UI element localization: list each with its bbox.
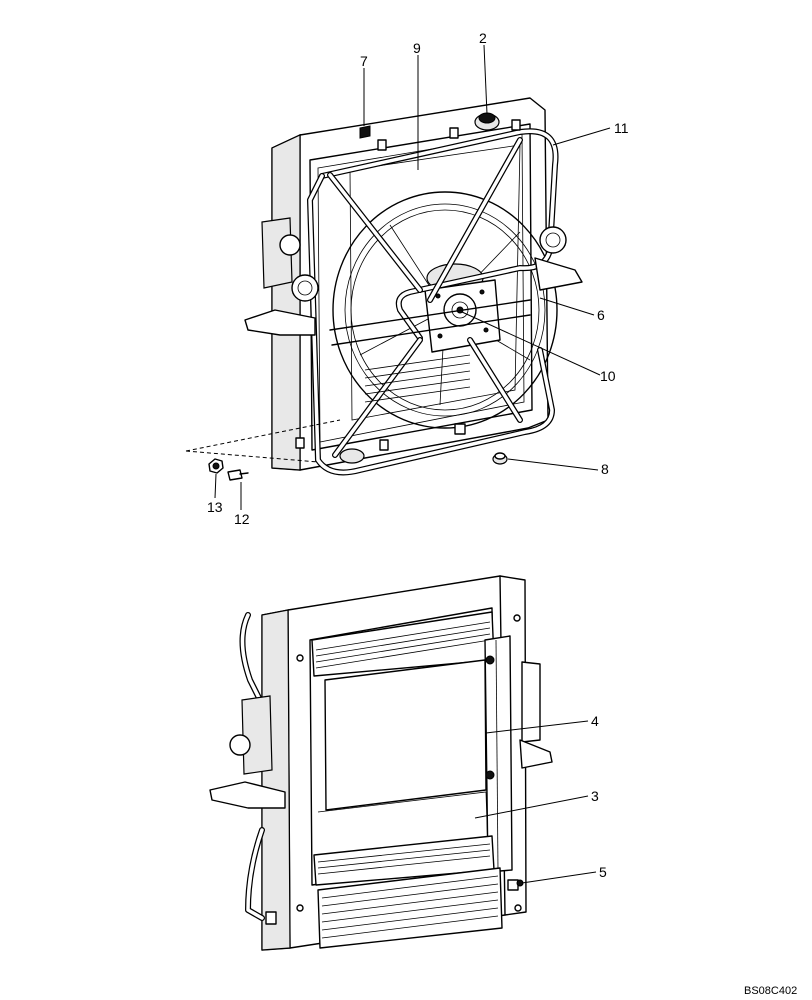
fan-shroud-assembly: [185, 97, 583, 476]
callout-2: 2: [479, 30, 487, 46]
cooler-assembly: [209, 575, 553, 951]
callout-6: 6: [597, 307, 605, 323]
callouts: 2 7 9 11 6 10 8 13 12 4 3 5: [207, 30, 629, 880]
callout-12: 12: [234, 511, 250, 527]
callout-5: 5: [599, 864, 607, 880]
leader-lines: [214, 44, 611, 884]
callout-10: 10: [600, 368, 616, 384]
callout-3: 3: [591, 788, 599, 804]
hardware-nut: [208, 458, 224, 474]
hardware-bolt: [227, 469, 249, 481]
callout-9: 9: [413, 40, 421, 56]
hardware-plug: [492, 452, 508, 465]
callout-11: 11: [614, 120, 629, 136]
drawing-code: BS08C402: [744, 985, 797, 997]
callout-7: 7: [360, 53, 368, 69]
callout-8: 8: [601, 461, 609, 477]
callout-13: 13: [207, 499, 223, 515]
callout-4: 4: [591, 713, 599, 729]
